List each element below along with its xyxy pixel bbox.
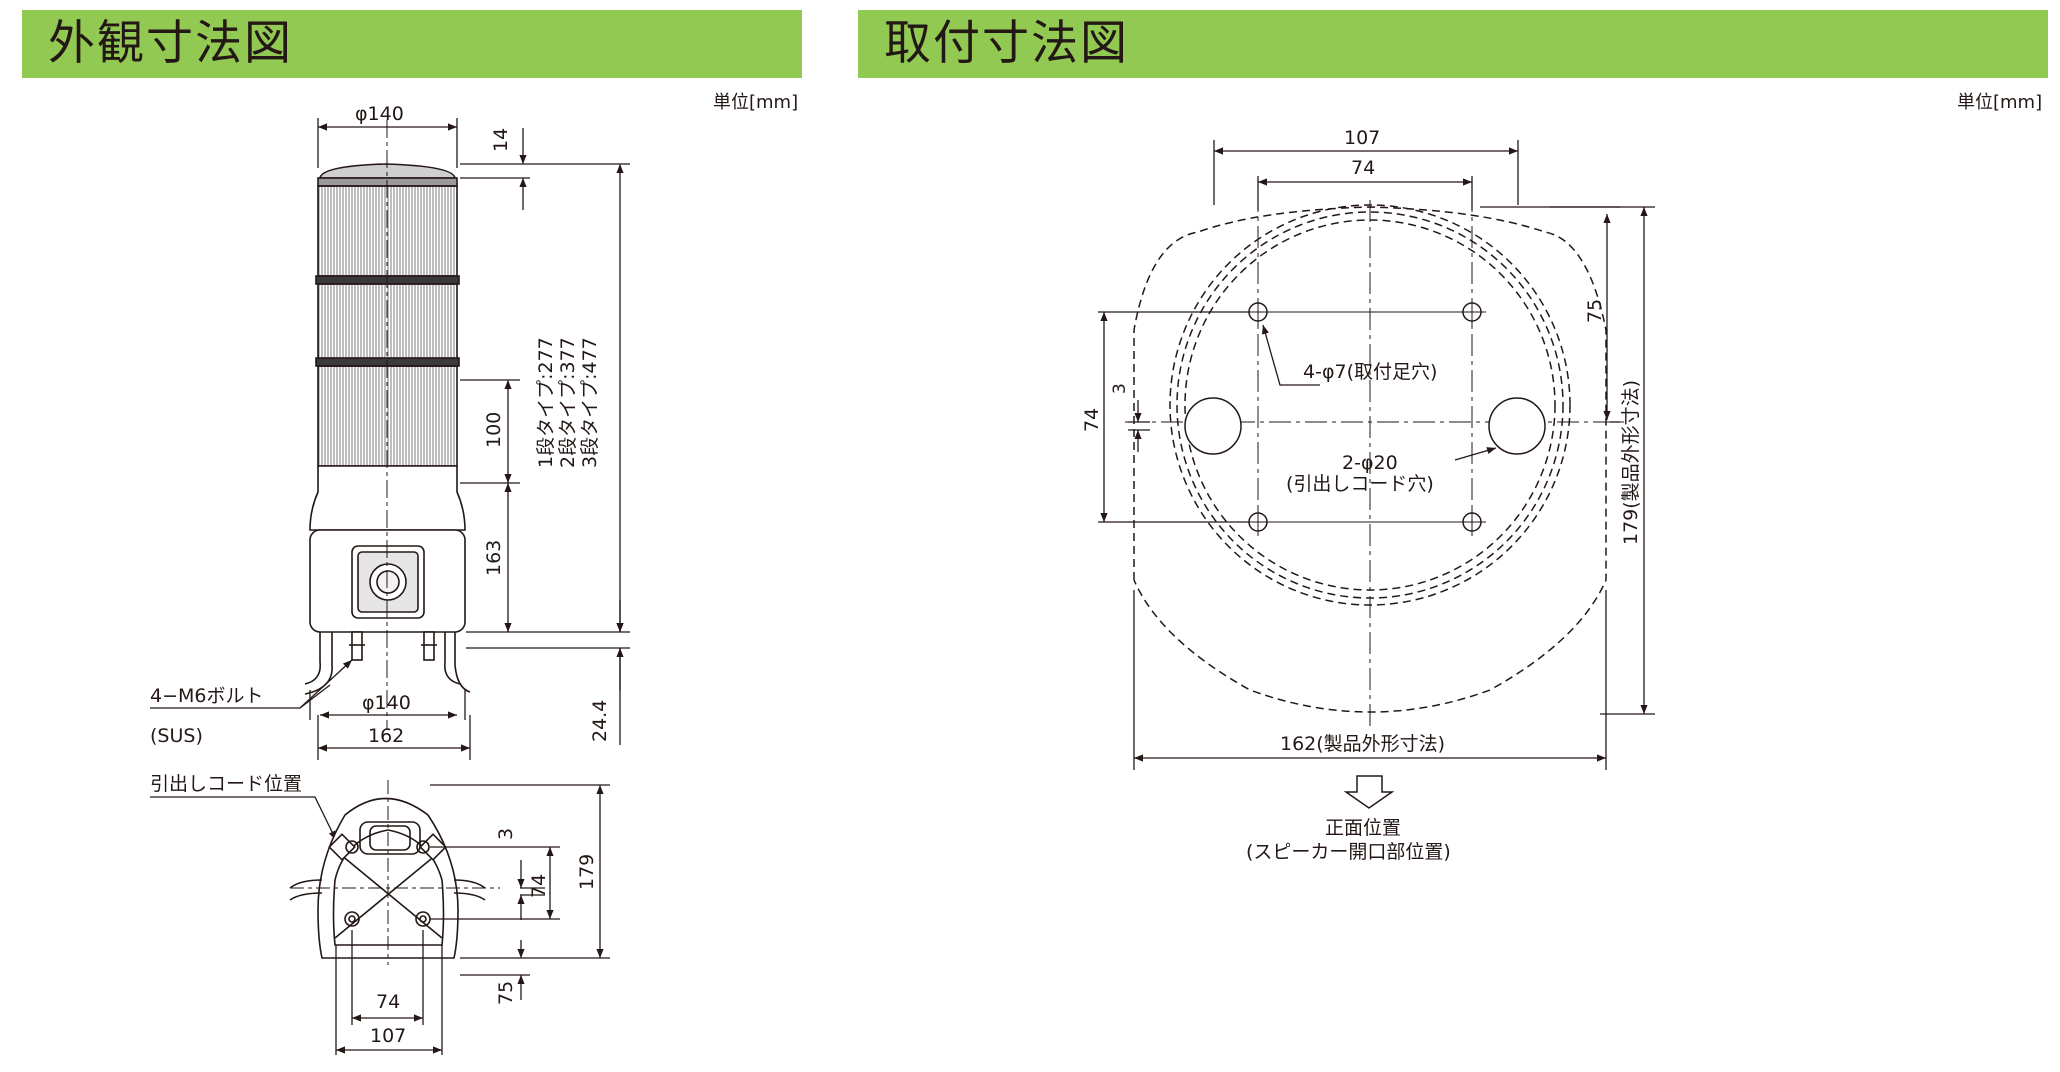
tower-dimension-lines: [150, 118, 630, 760]
mount-dim-75: 75: [1584, 299, 1606, 323]
bolt-label: 4−M6ボルト: [150, 685, 264, 707]
bottom-dim-3: 3: [495, 828, 517, 840]
cord-hole-label-2: (引出しコード穴): [1286, 473, 1434, 495]
bottom-dimension-lines: [335, 784, 610, 1055]
bottom-dim-179: 179: [576, 854, 598, 890]
mounting-dimensions-header: 取付寸法図: [858, 10, 2048, 78]
dim-phi140-top: φ140: [355, 103, 404, 125]
cord-position-label: 引出しコード位置: [150, 773, 302, 795]
mount-dim-162: 162(製品外形寸法): [1280, 733, 1445, 755]
unit-label-right: 単位[mm]: [1957, 92, 2043, 113]
bottom-dim-74-horizontal: 74: [376, 991, 400, 1013]
bottom-dim-74: 74: [528, 874, 550, 898]
cord-left: [304, 632, 322, 685]
front-direction-arrow: [1343, 775, 1395, 809]
dim-24-4: 24.4: [589, 700, 611, 742]
bolt-material: (SUS): [150, 725, 203, 747]
bolt-left: [351, 631, 363, 661]
dim-phi140-bottom: φ140: [362, 692, 411, 714]
cord-hole-left: [1184, 397, 1242, 455]
mount-hole-label: 4-φ7(取付足穴): [1303, 361, 1437, 383]
mount-dim-74-top: 74: [1351, 157, 1375, 179]
mount-dim-107: 107: [1344, 127, 1380, 149]
bottom-dim-107-horizontal: 107: [370, 1025, 406, 1047]
cord-right: [443, 632, 461, 685]
dim-162: 162: [368, 725, 404, 747]
external-dimensions-header: 外観寸法図: [22, 10, 802, 78]
cord-hole-label-1: 2-φ20: [1342, 452, 1398, 474]
mount-dim-179: 179(製品外形寸法): [1620, 380, 1642, 545]
bottom-dim-75: 75: [495, 981, 517, 1005]
dim-163: 163: [483, 540, 505, 576]
mounting-holes: [1184, 302, 1546, 532]
unit-label-left: 単位[mm]: [713, 92, 799, 113]
front-position-label: 正面位置: [1325, 817, 1401, 839]
bolt-right: [423, 631, 435, 661]
front-position-sublabel: (スピーカー開口部位置): [1246, 841, 1451, 863]
mount-dim-3: 3: [1110, 383, 1130, 394]
cord-slot: [369, 825, 411, 851]
mounting-dimension-lines: [1098, 140, 1655, 770]
tower-cap: [319, 163, 456, 179]
height-type-1: 1段タイプ:277: [535, 337, 557, 468]
height-type-3: 3段タイプ:477: [579, 337, 601, 468]
dim-100: 100: [483, 412, 505, 448]
mount-hole-bl: [344, 911, 360, 927]
mount-dim-74-left: 74: [1081, 408, 1103, 432]
cord-hole-right: [1488, 397, 1546, 455]
height-type-2: 2段タイプ:377: [557, 337, 579, 468]
dim-14: 14: [490, 128, 512, 152]
tower-tier-1: [317, 185, 458, 277]
